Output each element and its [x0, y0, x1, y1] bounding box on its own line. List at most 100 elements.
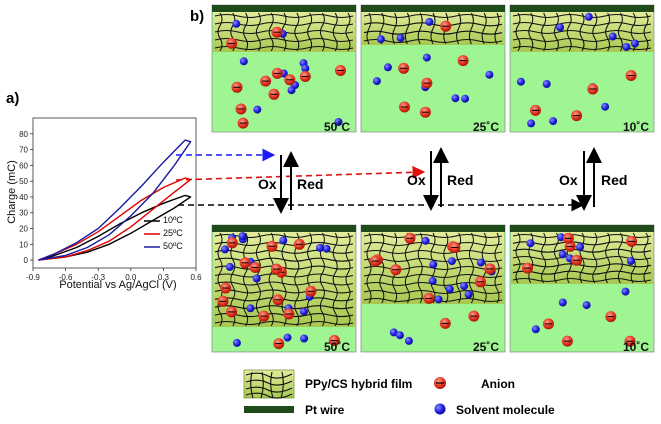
polymer-chains: [512, 232, 652, 284]
chart-plot-frame: [32, 117, 197, 269]
solvent-molecule: [558, 298, 567, 307]
panel-bottom-1: [360, 224, 506, 353]
panel-b-label: b): [190, 8, 205, 25]
solvent-molecule: [526, 239, 535, 248]
ox-label-50c: Ox: [258, 176, 277, 192]
legend-film-swatch: [243, 369, 295, 399]
chart-x-axis-title: Potential vs Ag/AgCl (V): [59, 279, 177, 291]
polymer-chains: [512, 12, 652, 52]
legend-wire-swatch: [244, 406, 294, 413]
legend-label-10c: 10ºC: [163, 215, 183, 225]
pt-wire: [361, 225, 505, 232]
solvent-molecule: [422, 53, 431, 62]
solvent-molecule: [429, 260, 438, 269]
solvent-molecule: [622, 43, 631, 51]
solvent-molecule: [372, 77, 381, 86]
solvent-molecule: [225, 262, 234, 271]
solvent-molecule: [556, 23, 565, 32]
solvent-molecule: [376, 35, 385, 44]
solvent-molecule: [531, 325, 540, 334]
y-tick-label: 0: [24, 256, 29, 265]
series-line-0: [38, 194, 192, 261]
solvent-molecule: [279, 236, 288, 245]
solvent-molecule: [322, 244, 331, 253]
legend-solvent-icon: [434, 403, 446, 415]
solvent-molecule: [558, 250, 567, 259]
solvent-molecule: [601, 102, 610, 111]
solvent-molecule: [485, 70, 494, 79]
temp-label-top-25c: 25˚C: [473, 120, 500, 134]
y-tick-label: 80: [19, 130, 28, 139]
solvent-molecule: [395, 331, 404, 340]
film-panels: [211, 4, 655, 353]
chart-y-axis-title: Charge (mC): [6, 160, 18, 224]
solvent-molecule: [383, 63, 392, 72]
solvent-molecule: [425, 17, 434, 26]
red-label-25c: Red: [447, 172, 474, 188]
pt-wire: [510, 225, 654, 232]
ions: [369, 232, 496, 345]
chart-legend: [144, 220, 160, 248]
panel-top-1: [360, 4, 506, 133]
legend-film-label: PPy/CS hybrid film: [305, 377, 413, 391]
panel-bottom-0: [211, 224, 357, 353]
solvent-molecule: [396, 34, 405, 43]
ions: [516, 12, 639, 128]
legend-label-50c: 50ºC: [163, 241, 183, 251]
red-label-10c: Red: [601, 172, 628, 188]
pt-wire: [361, 5, 505, 12]
x-tick-label: 0.3: [158, 273, 170, 282]
y-tick-label: 70: [19, 146, 28, 155]
y-tick-label: 50: [19, 177, 28, 186]
solvent-molecule: [630, 39, 639, 48]
chart-series: [38, 139, 192, 261]
solvent-molecule: [299, 307, 308, 316]
y-tick-label: 10: [19, 240, 28, 249]
temp-label-bottom-10c: 10˚C: [623, 340, 650, 354]
solvent-molecule: [582, 301, 591, 310]
solvent-molecule: [283, 333, 292, 342]
solvent-molecule: [421, 236, 430, 245]
temp-label-bottom-25c: 25˚C: [473, 340, 500, 354]
legend-label-25c: 25ºC: [163, 228, 183, 238]
solvent-molecule: [516, 77, 525, 86]
pt-wire: [212, 225, 356, 232]
solvent-molecule: [460, 282, 469, 291]
ions: [522, 232, 638, 347]
solvent-molecule: [334, 118, 343, 126]
solvent-molecule: [252, 274, 261, 283]
dashed-arrow-red: [175, 165, 426, 181]
temp-label-top-50c: 50˚C: [324, 120, 351, 134]
y-tick-label: 30: [19, 209, 28, 218]
x-tick-label: 0.0: [125, 273, 137, 282]
ions: [217, 232, 340, 350]
y-tick-label: 60: [19, 161, 28, 170]
solvent-molecule: [287, 86, 296, 95]
solvent-molecule: [542, 80, 551, 88]
solvent-molecule: [447, 257, 456, 266]
pt-wire: [510, 5, 654, 12]
solvent-molecule: [626, 257, 635, 265]
transition-arrows: [175, 147, 602, 214]
solvent-molecule: [301, 64, 310, 73]
ions: [372, 17, 494, 118]
polymer-chains: [363, 12, 503, 45]
y-tick-label: 20: [19, 225, 28, 234]
x-tick-label: -0.3: [91, 273, 105, 282]
solvent-molecule: [239, 57, 248, 66]
pt-wire: [212, 5, 356, 12]
figure-legend: [243, 369, 446, 415]
solvent-molecule: [238, 232, 247, 241]
ox-label-25c: Ox: [407, 172, 426, 188]
solvent-molecule: [221, 245, 229, 254]
panel-bottom-2: [509, 224, 655, 353]
solvent-molecule: [527, 119, 536, 128]
x-tick-label: 0.6: [190, 273, 202, 282]
solvent-molecule: [404, 336, 413, 345]
solvent-molecule: [445, 285, 454, 294]
temp-label-bottom-50c: 50˚C: [324, 340, 351, 354]
solvent-molecule: [246, 304, 255, 313]
red-label-50c: Red: [297, 176, 324, 192]
temp-label-top-10c: 10˚C: [623, 120, 650, 134]
